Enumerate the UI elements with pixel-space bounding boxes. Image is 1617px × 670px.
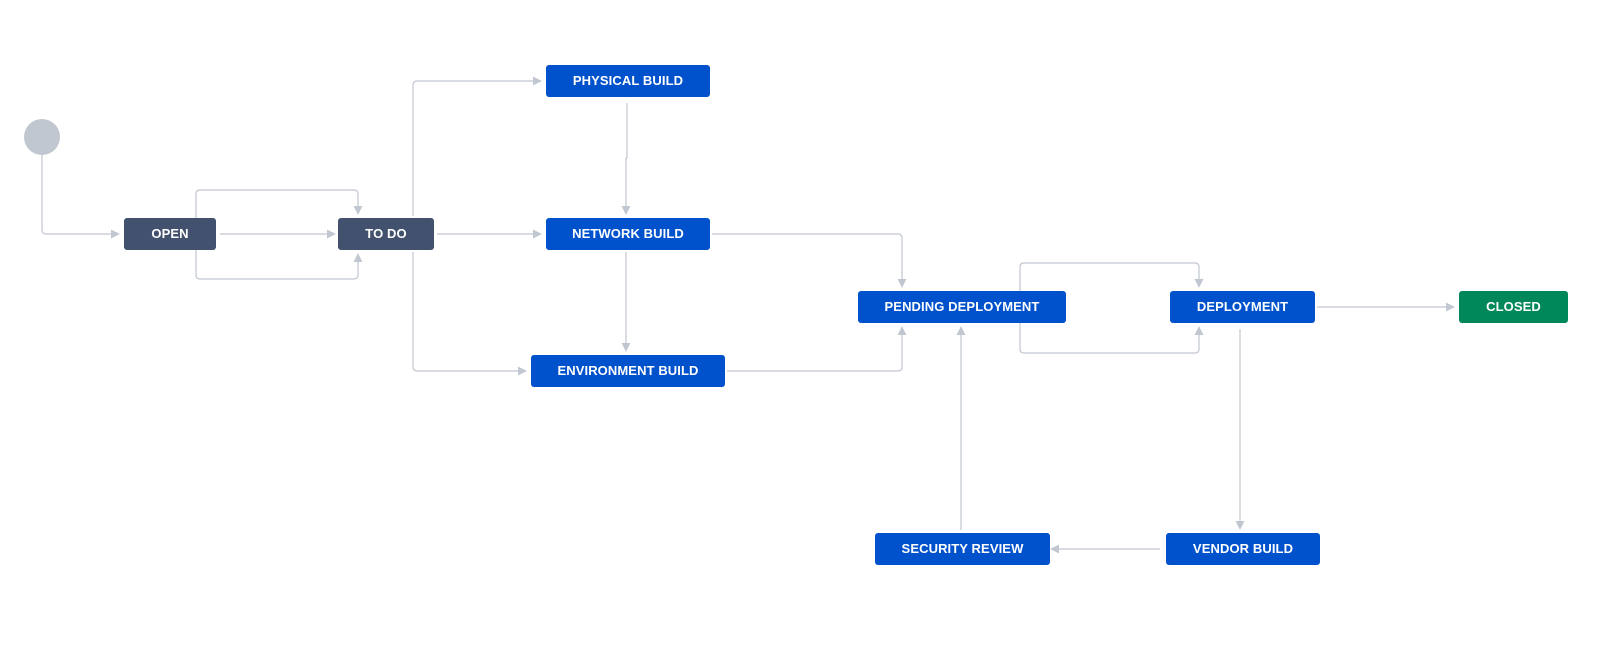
- transition-open-to-todo-loop[interactable]: [195, 189, 363, 218]
- start-node[interactable]: [24, 119, 60, 155]
- transition-network-build-to-pending-deployment[interactable]: [712, 233, 907, 288]
- status-security-review[interactable]: SECURITY REVIEW: [875, 533, 1050, 565]
- status-network-build[interactable]: NETWORK BUILD: [546, 218, 710, 250]
- transition-pending-deployment-to-deployment-bottom[interactable]: [1019, 323, 1204, 354]
- transition-environment-build-to-pending-deployment[interactable]: [727, 326, 907, 372]
- status-vendor-build[interactable]: VENDOR BUILD: [1166, 533, 1320, 565]
- transition-pending-deployment-to-deployment-top[interactable]: [1019, 262, 1204, 291]
- status-physical-build[interactable]: PHYSICAL BUILD: [546, 65, 710, 97]
- status-closed[interactable]: CLOSED: [1459, 291, 1568, 323]
- status-open[interactable]: OPEN: [124, 218, 216, 250]
- transition-todo-to-open-loop[interactable]: [195, 250, 363, 280]
- transition-todo-to-physical-build[interactable]: [412, 76, 542, 216]
- status-todo[interactable]: TO DO: [338, 218, 434, 250]
- transition-start-to-open[interactable]: [41, 155, 120, 239]
- transition-todo-to-environment-build[interactable]: [412, 252, 527, 376]
- status-deployment[interactable]: DEPLOYMENT: [1170, 291, 1315, 323]
- transition-physical-build-to-network-build[interactable]: [621, 103, 631, 215]
- status-environment-build[interactable]: ENVIRONMENT BUILD: [531, 355, 725, 387]
- status-pending-deployment[interactable]: PENDING DEPLOYMENT: [858, 291, 1066, 323]
